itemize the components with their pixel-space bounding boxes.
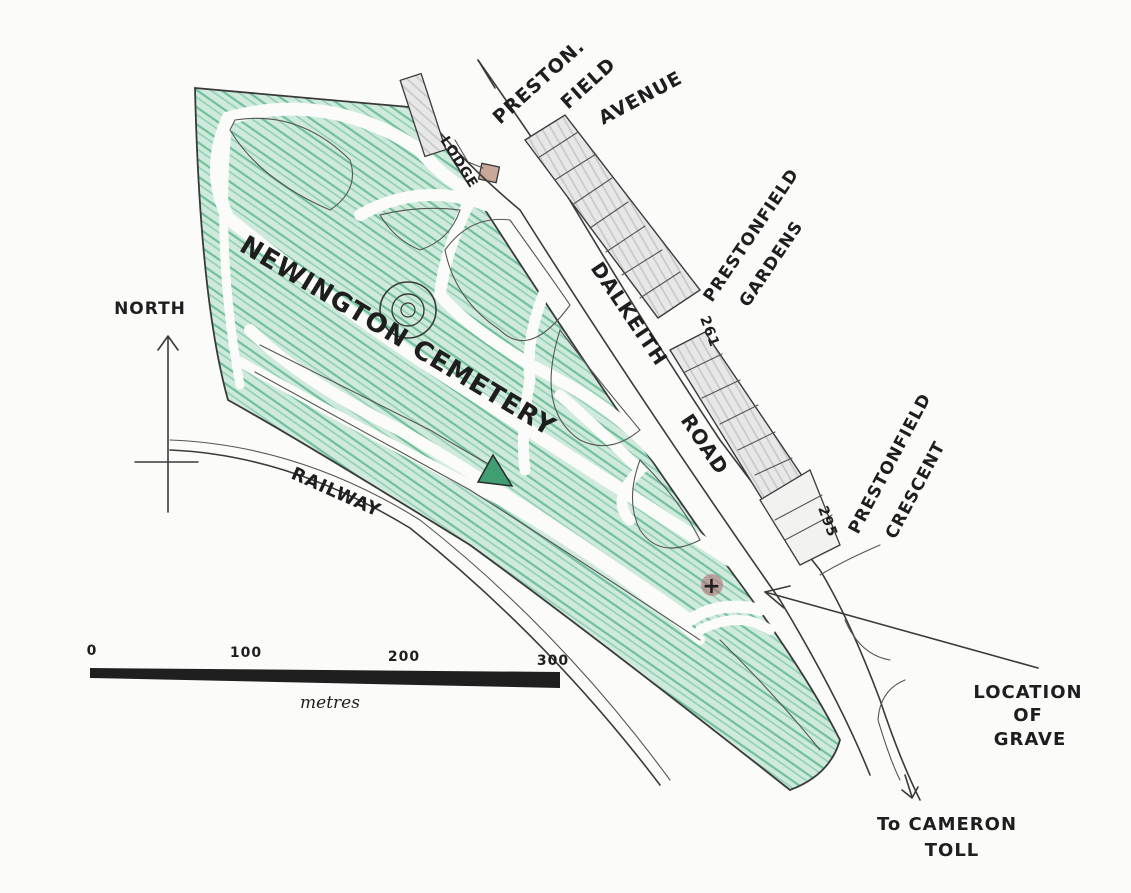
dalkeith-road-west-edge [419, 107, 871, 776]
grave-location-marker: + [701, 574, 723, 599]
preston-field-avenue-houses [399, 72, 702, 319]
scale-tick-300: 300 [537, 653, 569, 669]
compass-north-label: NORTH [114, 299, 186, 319]
chapel-icon [476, 453, 514, 487]
central-roundel [379, 281, 437, 339]
side-road-east-1 [844, 619, 891, 661]
svg-text:+: + [702, 574, 721, 599]
cameron-toll-arrow [901, 774, 919, 799]
cameron-toll-label-2: TOLL [925, 840, 980, 861]
grave-annotation-line2: OF [1013, 705, 1043, 726]
side-road-east-2 [877, 679, 906, 781]
scale-bar: 0 100 200 300 metres [87, 643, 569, 713]
side-road-top [477, 59, 496, 89]
north-compass: NORTH [114, 299, 199, 513]
cameron-toll-label-1: To CAMERON [877, 814, 1017, 835]
prestonfield-gardens-houses [669, 331, 841, 566]
scale-tick-200: 200 [388, 649, 420, 665]
grave-pointer-arrow [764, 585, 1039, 669]
grave-annotation-line3: GRAVE [994, 729, 1067, 750]
newington-cemetery-area [194, 87, 841, 792]
grave-annotation-line1: LOCATION [973, 682, 1082, 703]
railway-line-north [169, 439, 671, 781]
scale-tick-0: 0 [87, 643, 98, 659]
railway-line-south [169, 449, 661, 786]
prestonfield-crescent-road [819, 544, 881, 576]
scale-unit: metres [300, 693, 360, 713]
scale-tick-100: 100 [230, 645, 262, 661]
